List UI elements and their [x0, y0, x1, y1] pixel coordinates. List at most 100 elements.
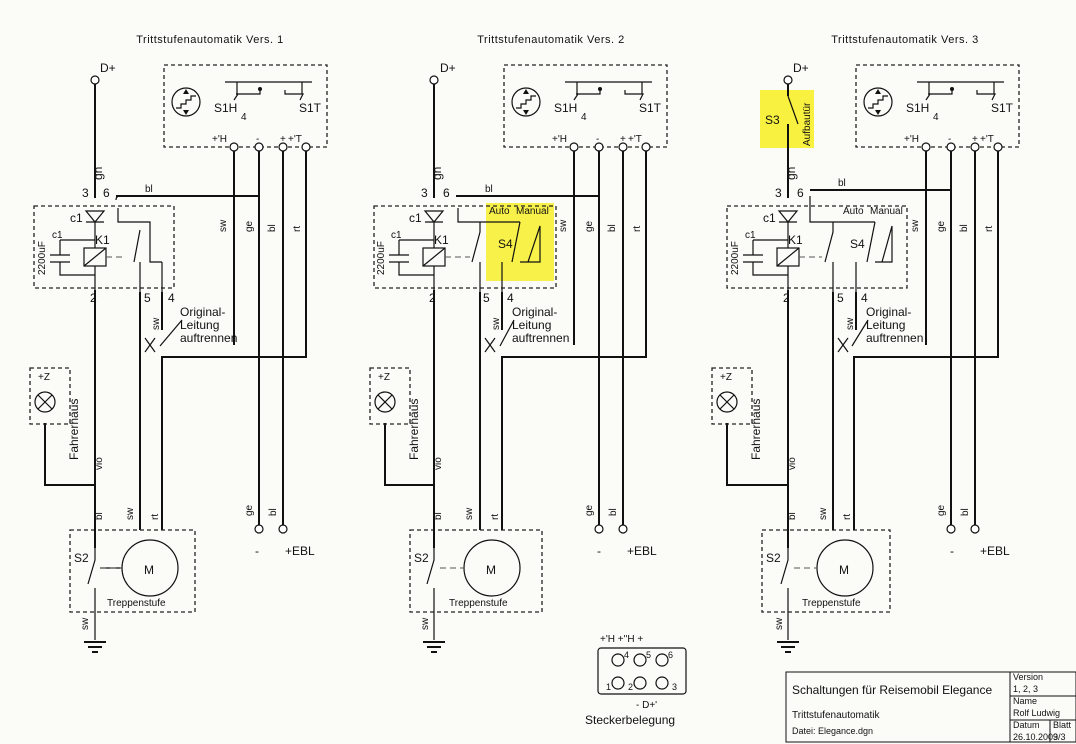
svg-text:4: 4: [581, 112, 587, 123]
svg-text:26.10.2009: 26.10.2009: [1013, 732, 1058, 742]
pin-4-label: 4: [241, 112, 247, 123]
svg-text:Datum: Datum: [1013, 720, 1040, 730]
svg-text:Leitung: Leitung: [180, 318, 219, 332]
title-v3: Trittstufenautomatik Vers. 3: [831, 34, 978, 46]
svg-text:K1: K1: [95, 233, 110, 247]
svg-text:Original-: Original-: [512, 305, 557, 319]
svg-text:ge: ge: [584, 504, 595, 516]
svg-text:-: -: [597, 544, 601, 558]
svg-text:4: 4: [168, 291, 175, 305]
svg-text:S4: S4: [850, 237, 865, 251]
svg-text:4: 4: [861, 291, 868, 305]
svg-text:sw: sw: [125, 507, 136, 520]
svg-text:gn: gn: [784, 167, 798, 180]
svg-text:bl: bl: [959, 224, 970, 232]
svg-text:5: 5: [483, 291, 490, 305]
svg-text:c1: c1: [52, 230, 63, 241]
svg-text:1: 1: [606, 682, 611, 692]
svg-text:bl: bl: [607, 224, 618, 232]
svg-text:sw: sw: [910, 219, 921, 232]
svg-text:sw: sw: [420, 617, 431, 630]
svg-text:-: -: [596, 134, 599, 145]
svg-text:Treppenstufe: Treppenstufe: [802, 598, 861, 609]
svg-text:Original-: Original-: [180, 305, 225, 319]
svg-text:S1H: S1H: [554, 101, 577, 115]
svg-text:+'H: +'H: [552, 134, 567, 145]
svg-text:Fahrerhaus: Fahrerhaus: [749, 399, 763, 460]
wire-label-bl: bl: [267, 224, 278, 232]
svg-text:3: 3: [82, 186, 89, 200]
svg-text:+'H: +'H: [904, 134, 919, 145]
svg-text:5: 5: [646, 650, 651, 660]
svg-text:rt: rt: [150, 514, 161, 520]
svg-text:bl: bl: [94, 512, 105, 520]
svg-text:K1: K1: [434, 233, 449, 247]
wire-label-sw: sw: [218, 219, 229, 232]
svg-text:M: M: [144, 563, 154, 577]
svg-text:M: M: [839, 563, 849, 577]
svg-text:4: 4: [624, 650, 629, 660]
svg-text:3: 3: [672, 682, 677, 692]
svg-text:ge: ge: [244, 504, 255, 516]
title-block: Schaltungen für Reisemobil Elegance Trit…: [785, 671, 1076, 743]
svg-text:4: 4: [507, 291, 514, 305]
d-plus-label: D+: [100, 61, 116, 75]
svg-text:S4: S4: [498, 237, 513, 251]
svg-text:sw: sw: [818, 507, 829, 520]
svg-text:bl: bl: [608, 508, 619, 516]
svg-text:+Z: +Z: [38, 372, 50, 383]
svg-text:3: 3: [775, 186, 782, 200]
svg-text:M: M: [486, 563, 496, 577]
svg-text:Version: Version: [1013, 672, 1043, 682]
svg-text:sw: sw: [558, 219, 569, 232]
svg-text:+Z: +Z: [378, 372, 390, 383]
svg-text:sw: sw: [464, 507, 475, 520]
wire-label-gn: gn: [91, 167, 105, 180]
svg-text:vio: vio: [94, 457, 105, 470]
relay-module: [33, 205, 175, 289]
svg-text:Datei: Elegance.dgn: Datei: Elegance.dgn: [792, 726, 873, 736]
svg-text:Auto: Auto: [489, 206, 510, 217]
circuit-v1: Trittstufenautomatik Vers. 1 D+ gn S1H S…: [29, 34, 328, 653]
svg-text:+'T: +'T: [628, 134, 642, 145]
svg-text:vio: vio: [787, 457, 798, 470]
svg-text:c1: c1: [391, 230, 402, 241]
svg-text:K1: K1: [788, 233, 803, 247]
circuit-v2: Trittstufenautomatik Vers. 2 D+ gn S1H S…: [369, 34, 668, 653]
svg-text:sw: sw: [80, 617, 91, 630]
svg-text:Leitung: Leitung: [866, 318, 905, 332]
svg-text:6: 6: [668, 650, 673, 660]
svg-text:Auto: Auto: [843, 206, 864, 217]
svg-text:bl: bl: [433, 512, 444, 520]
svg-text:auftrennen: auftrennen: [180, 331, 237, 345]
svg-text:2: 2: [429, 291, 436, 305]
svg-text:6: 6: [797, 186, 804, 200]
svg-text:+'T: +'T: [980, 134, 994, 145]
svg-text:gn: gn: [430, 167, 444, 180]
svg-text:3/3: 3/3: [1053, 732, 1066, 742]
svg-text:2: 2: [628, 682, 633, 692]
svg-text:+EBL: +EBL: [980, 544, 1010, 558]
title-v1: Trittstufenautomatik Vers. 1: [136, 34, 283, 46]
svg-text:2200uF: 2200uF: [37, 241, 48, 275]
svg-text:2200uF: 2200uF: [376, 241, 387, 275]
svg-text:+Z: +Z: [720, 372, 732, 383]
svg-text:bl: bl: [838, 178, 846, 189]
svg-text:ge: ge: [584, 220, 595, 232]
term-t-label: +'T: [288, 134, 302, 145]
connector-pinout: +'H +''H + 4 5 6 1 2 3 - D+' Steckerbele…: [585, 634, 687, 727]
svg-text:Treppenstufe: Treppenstufe: [449, 598, 508, 609]
svg-text:D+: D+: [440, 61, 456, 75]
svg-text:+'H +''H +: +'H +''H +: [600, 634, 643, 645]
svg-text:Trittstufenautomatik: Trittstufenautomatik: [792, 710, 880, 721]
connector-title: Steckerbelegung: [585, 713, 675, 727]
svg-text:D+: D+: [793, 61, 809, 75]
lamp-icon: [34, 391, 56, 413]
svg-text:+: +: [620, 134, 626, 145]
svg-text:S2: S2: [766, 551, 781, 565]
s1h-label: S1H: [214, 101, 237, 115]
svg-text:Manual: Manual: [870, 206, 903, 217]
d-plus-terminal[interactable]: [90, 75, 100, 85]
svg-text:S2: S2: [74, 551, 89, 565]
svg-text:sw: sw: [491, 317, 502, 330]
